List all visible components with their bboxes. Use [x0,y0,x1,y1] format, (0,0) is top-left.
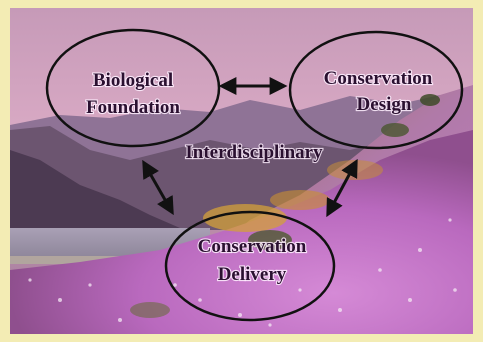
shrub-1 [248,230,292,250]
node-conservation-design-line-1: Conservation [324,68,433,89]
node-conservation-design-line-2: Design [357,94,412,115]
node-biological-foundation: Biological Foundation [45,28,221,148]
node-biological-foundation-line-2: Foundation [86,97,180,118]
white-flowers [28,218,457,327]
node-conservation-delivery-ellipse [164,210,336,322]
arrow-design-delivery [326,158,358,218]
node-conservation-delivery-line-2: Delivery [218,264,287,285]
dark-ridge [10,150,180,232]
yellow-flowers-2 [270,190,330,210]
node-biological-foundation-ellipse [45,28,221,148]
shrub-3 [420,94,440,106]
node-conservation-delivery: Conservation Delivery [164,210,336,322]
node-biological-foundation-line-1: Biological [93,70,173,91]
background-photo [10,8,473,334]
arrow-foundation-delivery [142,159,174,216]
shrub-4 [130,302,170,318]
connections [142,77,358,218]
yellow-flowers-1 [203,204,287,232]
node-conservation-delivery-line-1: Conservation [198,236,307,257]
shrub-2 [381,123,409,137]
center-label: Interdisciplinary [185,142,323,163]
node-conservation-design: Conservation Design [288,30,464,150]
node-conservation-design-ellipse [288,30,464,150]
